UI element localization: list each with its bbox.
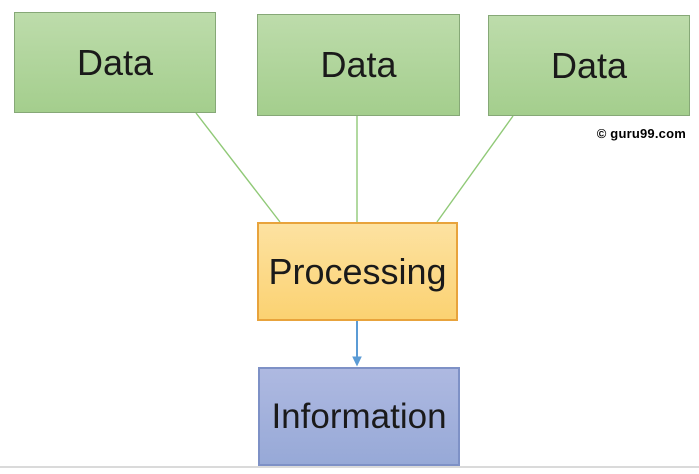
arrowhead-icon (352, 356, 362, 367)
node-data-1-label: Data (76, 41, 154, 83)
node-processing-label: Processing (268, 250, 447, 292)
bottom-divider (0, 466, 699, 468)
node-data-2-label: Data (320, 44, 397, 85)
node-data-3: Data (488, 15, 690, 116)
node-data-1: Data (14, 12, 216, 113)
connector-data3-processing (436, 115, 514, 223)
watermark-guru99: © guru99.com (596, 126, 686, 141)
node-information-label: Information (271, 397, 447, 436)
node-data-3-label: Data (550, 44, 628, 86)
node-processing: Processing (257, 222, 458, 321)
node-information: Information (258, 367, 460, 466)
connector-data1-processing (195, 112, 281, 223)
node-data-2: Data (257, 14, 460, 116)
